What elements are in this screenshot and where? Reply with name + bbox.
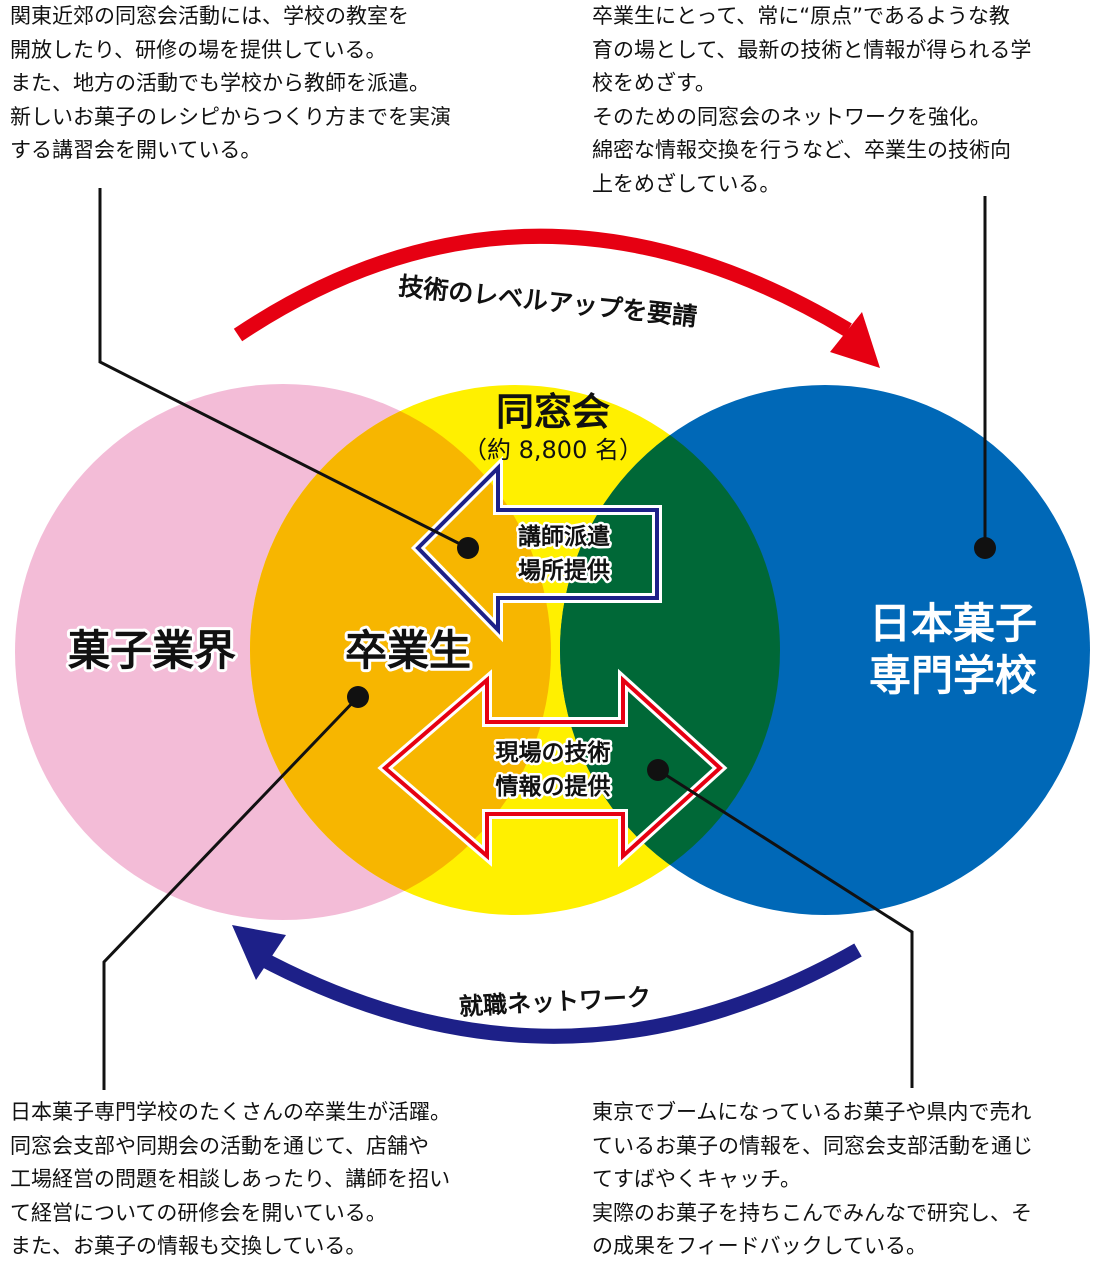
top-arc-label: 技術のレベルアップを要請 bbox=[397, 271, 698, 331]
bottom-arc-arrowhead bbox=[232, 925, 286, 980]
dot-graduates bbox=[347, 686, 369, 708]
note-line: ているお菓子の情報を、同窓会支部活動を通じ bbox=[592, 1133, 1033, 1158]
note-line: また、お菓子の情報も交換している。 bbox=[10, 1234, 367, 1258]
note-top-left: 関東近郊の同窓会活動には、学校の教室を 開放したり、研修の場を提供している。 ま… bbox=[10, 0, 510, 168]
dot-upper-arrow bbox=[457, 537, 479, 559]
note-line: 日本菓子専門学校のたくさんの卒業生が活躍。 bbox=[10, 1100, 451, 1124]
upper-arrow-line2: 場所提供 bbox=[518, 557, 610, 584]
leader-line-top-left bbox=[98, 188, 469, 550]
leader-line-bottom-right bbox=[657, 768, 914, 1088]
note-line: 東京でブームになっているお菓子や県内で売れ bbox=[592, 1100, 1032, 1124]
dot-school bbox=[974, 537, 996, 559]
note-line: 校をめざす。 bbox=[592, 71, 716, 95]
note-line: てすばやくキャッチ。 bbox=[592, 1167, 801, 1191]
note-line: 新しいお菓子のレシピからつくり方までを実演 bbox=[10, 104, 451, 129]
note-line: て経営についての研修会を開いている。 bbox=[10, 1200, 387, 1225]
graduates-label: 卒業生 bbox=[345, 626, 471, 675]
note-line: また、地方の活動でも学校から教師を派遣。 bbox=[10, 71, 430, 95]
alumni-association-title: 同窓会 bbox=[496, 390, 610, 434]
school-alumni-overlap bbox=[560, 385, 780, 915]
graduates-overlap bbox=[250, 385, 551, 915]
note-bottom-left: 日本菓子専門学校のたくさんの卒業生が活躍。 同窓会支部や同期会の活動を通じて、店… bbox=[10, 1096, 570, 1264]
bottom-arc bbox=[251, 943, 862, 1044]
note-top-right: 卒業生にとって、常に“原点”であるような教 育の場として、最新の技術と情報が得ら… bbox=[592, 0, 1107, 201]
note-line: 実際のお菓子を持ちこんでみんなで研究し、そ bbox=[592, 1200, 1032, 1225]
upper-arrow-line1: 講師派遣 bbox=[518, 523, 610, 550]
note-line: する講習会を開いている。 bbox=[10, 138, 262, 162]
note-line: 関東近郊の同窓会活動には、学校の教室を bbox=[10, 4, 409, 28]
top-arc bbox=[233, 228, 852, 342]
school-label-line1: 日本菓子 bbox=[869, 599, 1037, 648]
note-line: の成果をフィードバックしている。 bbox=[592, 1234, 927, 1258]
lower-arrow-line2: 情報の提供 bbox=[496, 773, 611, 800]
note-line: 工場経営の問題を相談しあったり、講師を招い bbox=[10, 1167, 451, 1191]
leader-line-bottom-left bbox=[102, 695, 360, 1090]
note-line: そのための同窓会のネットワークを強化。 bbox=[592, 104, 991, 129]
top-arc-arrowhead bbox=[830, 312, 880, 368]
school-label-line2: 専門学校 bbox=[869, 651, 1037, 700]
bottom-arc-label: 就職ネットワーク bbox=[458, 983, 651, 1021]
dot-lower-arrow bbox=[647, 759, 669, 781]
note-line: 綿密な情報交換を行うなど、卒業生の技術向 bbox=[592, 138, 1011, 162]
alumni-count: （約 8,800 名） bbox=[463, 436, 643, 464]
note-line: 同窓会支部や同期会の活動を通じて、店舗や bbox=[10, 1133, 429, 1158]
note-line: 育の場として、最新の技術と情報が得られる学 bbox=[592, 37, 1032, 62]
note-bottom-right: 東京でブームになっているお菓子や県内で売れ ているお菓子の情報を、同窓会支部活動… bbox=[592, 1096, 1107, 1264]
note-line: 開放したり、研修の場を提供している。 bbox=[10, 37, 387, 62]
lower-arrow-line1: 現場の技術 bbox=[496, 739, 611, 766]
note-line: 卒業生にとって、常に“原点”であるような教 bbox=[592, 4, 1010, 28]
industry-label: 菓子業界 bbox=[68, 626, 236, 675]
note-line: 上をめざしている。 bbox=[592, 171, 781, 196]
